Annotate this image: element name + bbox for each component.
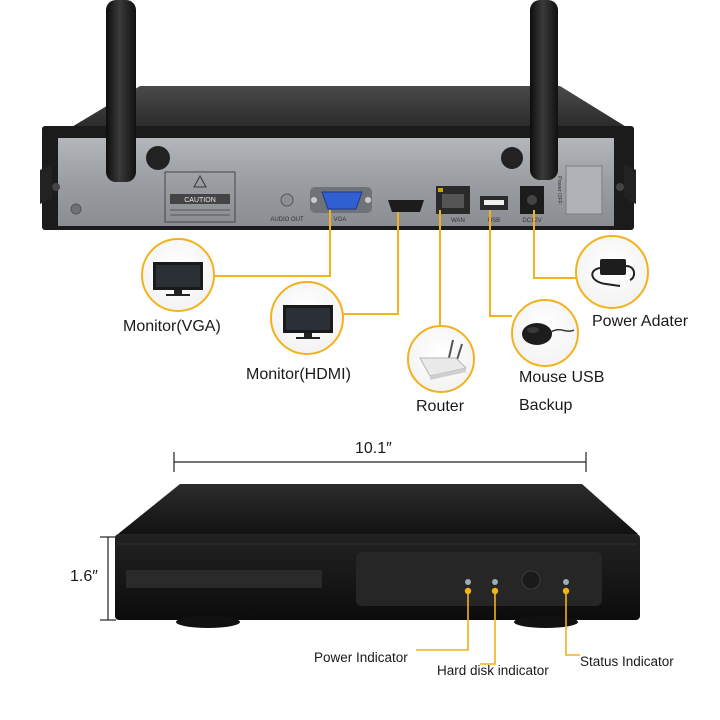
- mouse-icon: [522, 323, 552, 345]
- front-control-panel: [356, 552, 602, 606]
- caution-text: CAUTION: [184, 197, 216, 204]
- status-indicator-label: Status Indicator: [580, 654, 674, 669]
- screw: [616, 183, 624, 191]
- warning-icon: [193, 174, 207, 188]
- antenna-left: [106, 0, 136, 182]
- wan-label: WAN: [451, 218, 465, 224]
- backup-label: Backup: [519, 397, 573, 414]
- monitor-vga-label: Monitor(VGA): [123, 318, 221, 335]
- front-view: [115, 484, 640, 628]
- power-switch-plate: [565, 165, 603, 215]
- antenna-left-base: [146, 146, 170, 170]
- power-adapter-icon: [600, 259, 626, 275]
- hdd-indicator-dot: [491, 587, 499, 595]
- height-dimension-label: 1.6″: [70, 568, 98, 585]
- front-device-top: [118, 484, 638, 534]
- hdd-indicator-label: Hard disk indicator: [437, 663, 549, 678]
- power-indicator-label: Power Indicator: [314, 650, 408, 665]
- power-indicator-dot: [464, 587, 472, 595]
- mount-slot: [624, 164, 636, 204]
- status-indicator-leader: [565, 593, 580, 656]
- monitor-vga-device: [141, 238, 215, 312]
- caution-sticker: [164, 171, 236, 223]
- vga-label: VGA: [334, 217, 347, 223]
- antenna-right-base: [501, 147, 523, 169]
- vga-screw: [365, 197, 371, 203]
- dc-line: [533, 210, 580, 279]
- monitor-hdmi-device: [270, 281, 344, 355]
- width-dimension: [173, 452, 587, 472]
- front-slot: [126, 570, 322, 588]
- power-led: [465, 579, 471, 585]
- router-label: Router: [416, 398, 465, 415]
- power-off-label: Power OFF: [556, 176, 562, 205]
- vga-screw: [311, 197, 317, 203]
- hdd-indicator-leader: [480, 593, 496, 665]
- mouse-usb-label: Mouse USB: [519, 369, 605, 386]
- mount-slot: [40, 164, 52, 204]
- dc-port-hole: [527, 195, 537, 205]
- router-device: [407, 325, 475, 393]
- hdmi-port: [388, 200, 424, 212]
- power-indicator-leader: [416, 593, 469, 651]
- power-adapter-label: Power Adater: [592, 313, 689, 330]
- caution-band: [170, 194, 230, 204]
- rear-view: CAUTION AUDIO OUT VGA WAN USB DC12V Powe…: [40, 0, 636, 230]
- indicator-leaders: [416, 593, 580, 665]
- antenna-right: [530, 0, 558, 180]
- wan-led: [438, 188, 443, 192]
- screw: [52, 183, 60, 191]
- rear-device-top: [70, 86, 628, 128]
- dc12v-label: DC12V: [522, 218, 541, 224]
- hdd-led: [492, 579, 498, 585]
- connection-lines: [212, 210, 580, 326]
- mouse-device: [511, 299, 579, 367]
- power-adapter-device: [575, 235, 649, 309]
- status-led: [563, 579, 569, 585]
- vga-port-blue: [321, 191, 363, 210]
- device-foot: [176, 616, 240, 628]
- usb-label: USB: [488, 218, 500, 224]
- monitor-hdmi-label: Monitor(HDMI): [246, 366, 351, 383]
- audio-out-label: AUDIO OUT: [270, 217, 304, 223]
- device-foot: [514, 616, 578, 628]
- status-indicator-dot: [562, 587, 570, 595]
- wan-port-inner: [442, 194, 464, 208]
- ir-receiver: [521, 570, 541, 590]
- ground-screw: [70, 203, 82, 215]
- usb-line: [489, 210, 512, 317]
- vga-line: [212, 210, 331, 277]
- usb-port-inner: [484, 200, 504, 205]
- height-dimension: [100, 536, 116, 621]
- hdmi-line: [340, 212, 399, 315]
- audio-out-port: [280, 193, 294, 207]
- width-dimension-label: 10.1″: [355, 440, 392, 457]
